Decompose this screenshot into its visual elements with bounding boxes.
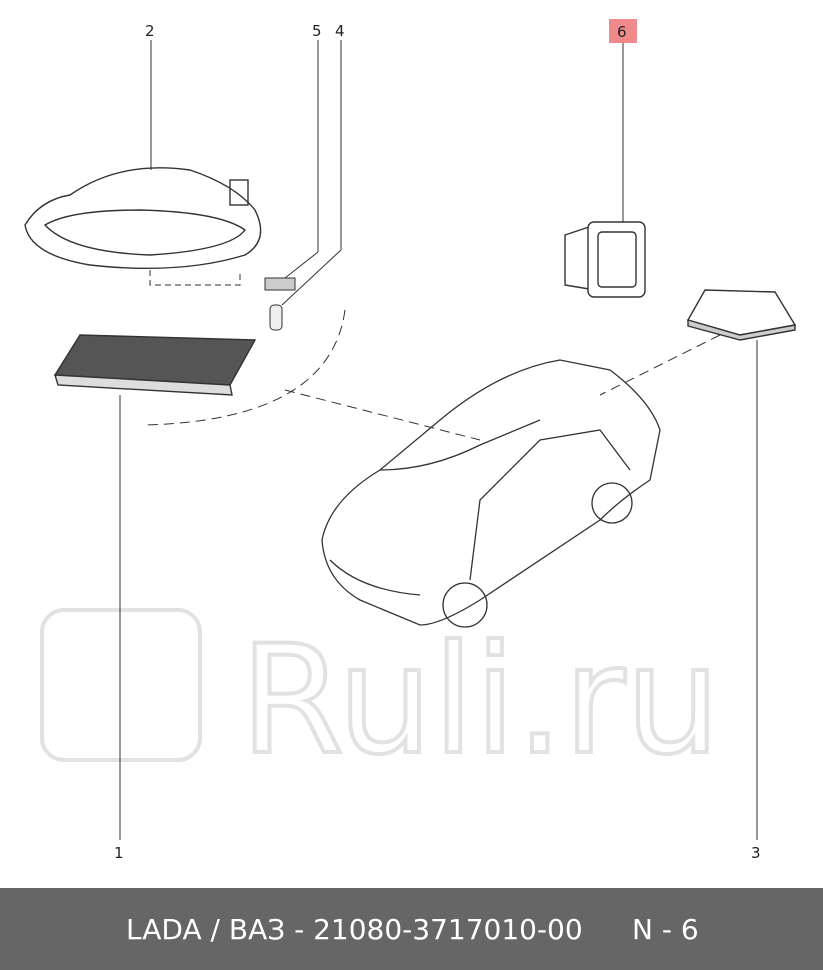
watermark: Ruli.ru — [40, 608, 722, 790]
callout-labels: 1 2 3 4 5 6 — [114, 19, 761, 862]
callout-6-highlight — [609, 19, 637, 43]
leader-lines — [119, 40, 758, 840]
car-outline — [321, 359, 661, 628]
callout-3: 3 — [751, 844, 761, 862]
position-number: N - 6 — [632, 912, 699, 946]
callout-2: 2 — [145, 22, 155, 40]
part-5-clip[interactable] — [264, 277, 296, 291]
part-6-switch[interactable] — [564, 221, 646, 298]
part-1-lamp-body[interactable] — [53, 334, 257, 396]
svg-text:Ruli.ru: Ruli.ru — [240, 614, 720, 788]
footer-bar: LADA / ВАЗ - 21080-3717010-00 N - 6 — [0, 888, 823, 970]
callout-6: 6 — [617, 23, 627, 41]
callout-4: 4 — [335, 22, 345, 40]
callout-5: 5 — [312, 22, 322, 40]
callout-1: 1 — [114, 844, 124, 862]
part-2-dome-lamp[interactable] — [24, 167, 262, 270]
parts-diagram: Ruli.ru — [24, 19, 797, 862]
part-code: LADA / ВАЗ - 21080-3717010-00 — [126, 912, 583, 946]
part-4-bulb[interactable] — [269, 304, 283, 331]
part-3-trunk-lamp[interactable] — [686, 289, 797, 341]
